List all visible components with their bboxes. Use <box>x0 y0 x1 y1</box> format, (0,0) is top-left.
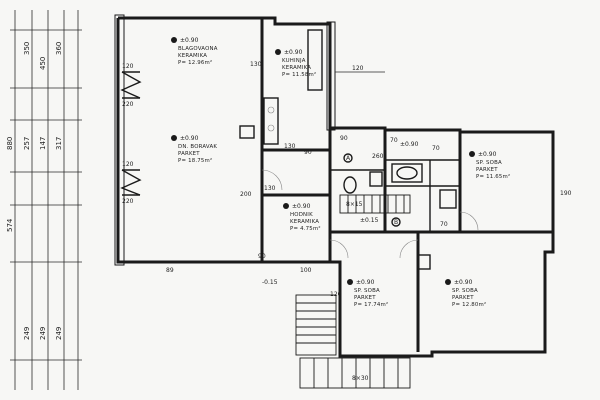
room-name: SP. SOBA <box>452 288 478 294</box>
stair-label-a: 8×15 <box>346 201 363 208</box>
misc-dimensions: 120 130 90 90 70 70 260 130 70 190 120 9… <box>166 61 572 298</box>
room-name: SP. SOBA <box>476 160 502 166</box>
room-elevation: ±0.90 <box>478 151 497 158</box>
dim-chain2-b: 147 <box>39 137 47 150</box>
room-floor: KERAMIKA <box>290 219 319 225</box>
room-floor: KERAMIKA <box>178 53 207 59</box>
dim-misc-3: 90 <box>340 135 348 142</box>
room-area: P= 12.80m² <box>452 301 486 308</box>
dim-misc-12: 200 <box>240 191 252 198</box>
dim-top-right: 120 <box>352 65 364 72</box>
dim-misc-7: 130 <box>264 185 276 192</box>
room-name: BLAGOVAONA <box>178 46 218 52</box>
dim-misc-8: 70 <box>440 221 448 228</box>
elevation-marker-icon <box>347 279 353 285</box>
elevation-marker-icon <box>445 279 451 285</box>
room-name: HODNIK <box>290 212 313 218</box>
room-area: P= 4.75m² <box>290 225 321 232</box>
elevation-marker-icon <box>283 203 289 209</box>
stair-label-b: 8×30 <box>352 375 369 382</box>
dim-misc-1: 130 <box>284 143 296 150</box>
room-area: P= 18.75m² <box>178 157 212 164</box>
dim-left-total: 880 <box>6 137 14 150</box>
room-elevation: ±0.90 <box>180 135 199 142</box>
left-dimension-chains: 880 574 350 257 450 147 360 317 249 249 … <box>6 10 82 390</box>
elev-extra-1: ±0.90 <box>400 141 419 148</box>
room-area: P= 11.65m² <box>476 173 510 180</box>
dim-misc-6: 260 <box>372 153 384 160</box>
elev-extra-2: ±0.15 <box>360 217 379 224</box>
plan-markers: A B ±0.90 ±0.15 -0.15 <box>262 141 419 286</box>
dim-misc-4: 70 <box>390 137 398 144</box>
dim-bottom-c: 249 <box>55 327 63 340</box>
dim-bottom-b: 249 <box>39 327 47 340</box>
dim-misc-9: 190 <box>560 190 572 197</box>
window-dim-2: 220 <box>122 101 134 108</box>
bathroom-fixtures <box>343 163 457 270</box>
window-dim-4: 220 <box>122 198 134 205</box>
dim-misc-5: 70 <box>432 145 440 152</box>
room-elevation: ±0.90 <box>356 279 375 286</box>
elevation-marker-icon <box>171 37 177 43</box>
exterior-walls <box>114 14 555 358</box>
dim-chain3-a: 360 <box>55 42 63 55</box>
room-floor: PARKET <box>178 151 200 157</box>
elevation-marker-icon <box>171 135 177 141</box>
elevation-marker-icon <box>469 151 475 157</box>
marker-b: B <box>394 219 398 226</box>
marker-a: A <box>346 155 351 162</box>
elev-extra-3: -0.15 <box>262 279 278 286</box>
dim-misc-11: 90 <box>258 253 266 260</box>
room-name: KUHINJA <box>282 58 306 64</box>
room-floor: PARKET <box>476 167 498 173</box>
dim-chain2-a: 450 <box>39 57 47 70</box>
room-area: P= 12.96m² <box>178 59 212 66</box>
dim-chain3-b: 317 <box>55 137 63 150</box>
elevation-marker-icon <box>275 49 281 55</box>
room-elevation: ±0.90 <box>180 37 199 44</box>
dim-misc-2: 90 <box>304 149 312 156</box>
dim-misc-14: 100 <box>300 267 312 274</box>
dim-left-mid: 574 <box>6 218 14 232</box>
room-elevation: ±0.90 <box>454 279 473 286</box>
room-floor: PARKET <box>354 295 376 301</box>
dim-misc-10: 120 <box>330 291 342 298</box>
room-elevation: ±0.90 <box>284 49 303 56</box>
dim-misc-13: 89 <box>166 267 174 274</box>
room-name: SP. SOBA <box>354 288 380 294</box>
dim-chain1-b: 257 <box>23 137 31 150</box>
room-name: DN. BORAVAK <box>178 144 217 150</box>
kitchen-fixtures <box>239 29 323 145</box>
interior-stair: 8×15 <box>339 194 411 214</box>
interior-walls <box>260 18 553 352</box>
door-swings <box>261 169 479 259</box>
room-floor: KERAMIKA <box>282 65 311 71</box>
dim-bottom-a: 249 <box>23 327 31 340</box>
exterior-stair: 8×30 <box>295 294 411 389</box>
room-area: P= 17.74m² <box>354 301 388 308</box>
room-floor: PARKET <box>452 295 474 301</box>
dim-chain1-a: 350 <box>23 42 31 55</box>
room-elevation: ±0.90 <box>292 203 311 210</box>
west-windows: 120 220 120 220 <box>120 63 142 205</box>
window-dim-1: 120 <box>122 63 134 70</box>
room-area: P= 11.58m² <box>282 71 316 78</box>
dim-misc-15: 130 <box>250 61 262 68</box>
window-dim-3: 120 <box>122 161 134 168</box>
